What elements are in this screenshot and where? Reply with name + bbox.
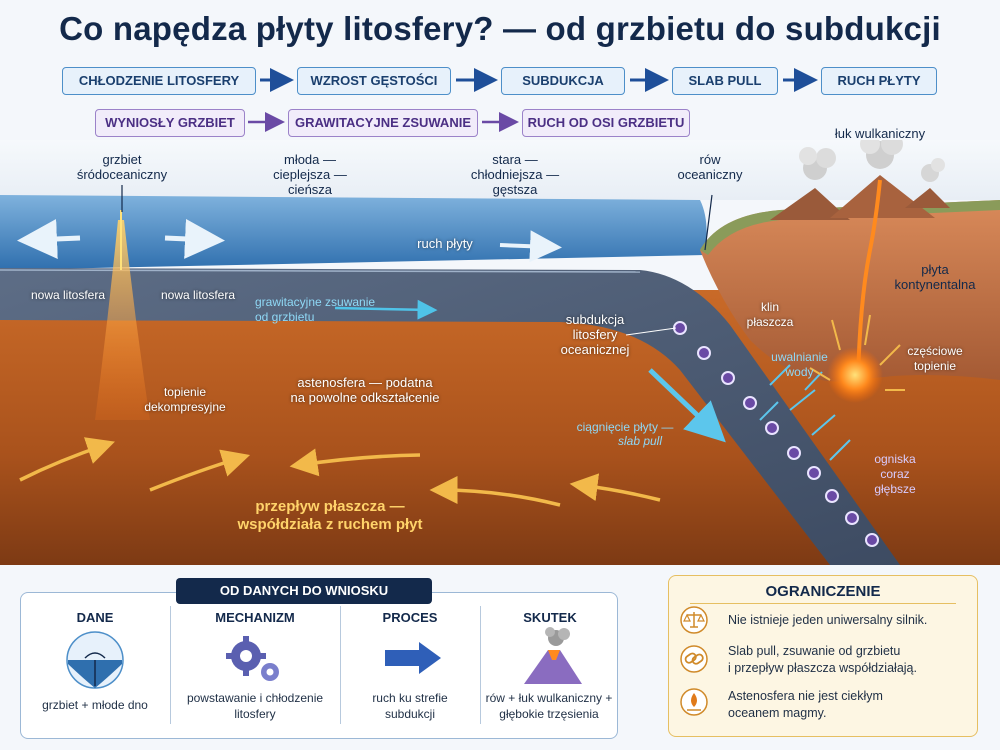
label-asthenosphere: astenosfera — podatna na powolne odkszta… (290, 375, 440, 405)
label-new-lithosphere-left: nowa litosfera (30, 288, 106, 302)
water-release-arrows (759, 364, 851, 461)
label-trench: rów oceaniczny (677, 152, 743, 182)
flow-step-subduction: SUBDUKCJA (501, 67, 625, 95)
chain-link-icon (680, 645, 708, 673)
volcano-1 (770, 188, 850, 220)
mantle-flow-arrow-2 (149, 449, 251, 492)
label-old-lithosphere: stara — chłodniejsza — gęstsza (470, 152, 560, 197)
label-slab-pull: ciągnięcie płyty — (576, 420, 674, 434)
label-mantle-wedge: klin płaszcza (746, 300, 794, 329)
label-partial-melting: częściowe topienie (907, 344, 963, 373)
flow-arrows (248, 68, 818, 132)
flow-step-gravity-sliding: GRAWITACYJNE ZSUWANIE (288, 109, 478, 137)
mantle-flow-arrow-5 (569, 473, 661, 502)
flow-step-away-from-ridge: RUCH OD OSI GRZBIETU (522, 109, 690, 137)
plate-arrow-right (164, 218, 225, 259)
arrow-right-icon (385, 642, 441, 674)
column-mechanism-head: MECHANIZM (215, 610, 295, 625)
volcano-icon (524, 627, 582, 684)
cross-section-diagram (0, 140, 1000, 565)
mantle-flow-arrow-4 (429, 476, 561, 507)
label-subduction: subdukcja litosfery oceanicznej (560, 312, 630, 357)
limitation-item-2: Slab pull, zsuwanie od grzbietu i przepł… (728, 644, 917, 675)
label-gravity-slide: grawitacyjne zsuwanie od grzbietu (255, 295, 376, 324)
column-data-text: grzbiet + młode dno (42, 698, 148, 712)
mantle-flow-arrow-3 (289, 448, 421, 477)
label-plate-motion: ruch płyty (417, 236, 473, 251)
data-to-conclusion-heading: OD DANYCH DO WNIOSKU (176, 578, 432, 604)
magma-chamber (827, 347, 883, 403)
focus-5 (765, 421, 779, 435)
ridge-plume (95, 220, 150, 420)
limitation-heading-rule (690, 603, 956, 604)
column-divider-3 (480, 606, 481, 724)
earthquake-foci (673, 321, 879, 547)
label-continental-plate: płyta kontynentalna (894, 262, 976, 292)
column-result-text: rów + łuk wulkaniczny + głębokie trzęsie… (485, 691, 613, 721)
focus-3 (721, 371, 735, 385)
column-divider-1 (170, 606, 171, 724)
ocean-ridge-icon (66, 631, 124, 689)
column-result-head: SKUTEK (523, 610, 577, 625)
column-data-head: DANE (76, 610, 114, 625)
label-foci-deeper: ogniska coraz głębsze (874, 452, 916, 496)
label-decompression-melting: topienie dekompresyjne (144, 385, 226, 414)
focus-6 (787, 446, 801, 460)
scales-icon (680, 606, 708, 634)
plate-arrow-left (17, 218, 81, 259)
limitation-heading: OGRANICZENIE (765, 583, 881, 600)
melt-rise-arrows (809, 314, 905, 391)
ocean-water (0, 195, 707, 270)
label-water-release: uwalnianie wody (771, 350, 828, 379)
focus-7 (807, 466, 821, 480)
flow-step-cooling: CHŁODZENIE LITOSFERY (62, 67, 256, 95)
label-ridge: grzbiet śródoceaniczny (76, 152, 168, 182)
volcano-3 (905, 188, 950, 208)
magma-drop-icon (680, 688, 708, 716)
mantle-flow-arrow-1 (19, 437, 115, 482)
label-slab-pull-term: slab pull (617, 434, 663, 448)
magma-conduit (856, 179, 882, 381)
limitation-item-3: Astenosfera nie jest ciekłym oceanem mag… (728, 689, 883, 720)
focus-9 (845, 511, 859, 525)
focus-2 (697, 346, 711, 360)
slab-pull-arrow (648, 368, 726, 443)
focus-10 (865, 533, 879, 547)
focus-8 (825, 489, 839, 503)
column-process-head: PROCES (382, 610, 438, 625)
oceanic-lithosphere (0, 268, 900, 565)
gravity-slide-arrow (334, 299, 438, 320)
gears-icon (226, 636, 279, 681)
focus-4 (743, 396, 757, 410)
column-divider-2 (340, 606, 341, 724)
label-mantle-flow: przepływ płaszcza — współdziała z ruchem… (237, 498, 423, 533)
flow-step-plate-motion: RUCH PŁYTY (821, 67, 937, 95)
page-title: Co napędza płyty litosfery? — od grzbiet… (59, 10, 941, 47)
column-mechanism-text: powstawanie i chłodzenie litosfery (186, 691, 324, 721)
limitation-item-1: Nie istnieje jeden uniwersalny silnik. (728, 613, 928, 627)
sky (0, 140, 1000, 200)
column-process-text: ruch ku strefie subdukcji (372, 691, 448, 721)
limitation-panel (668, 575, 978, 737)
flow-step-density: WZROST GĘSTOŚCI (297, 67, 451, 95)
continental-plate (700, 200, 1000, 382)
label-young-lithosphere: młoda — cieplejsza — cieńsza (273, 152, 347, 197)
label-new-lithosphere-right: nowa litosfera (160, 288, 236, 302)
label-volcanic-arc: łuk wulkaniczny (834, 126, 926, 141)
plate-motion-arrow (499, 230, 562, 263)
flow-step-slab-pull: SLAB PULL (672, 67, 778, 95)
flow-step-high-ridge: WYNIOSŁY GRZBIET (95, 109, 245, 137)
